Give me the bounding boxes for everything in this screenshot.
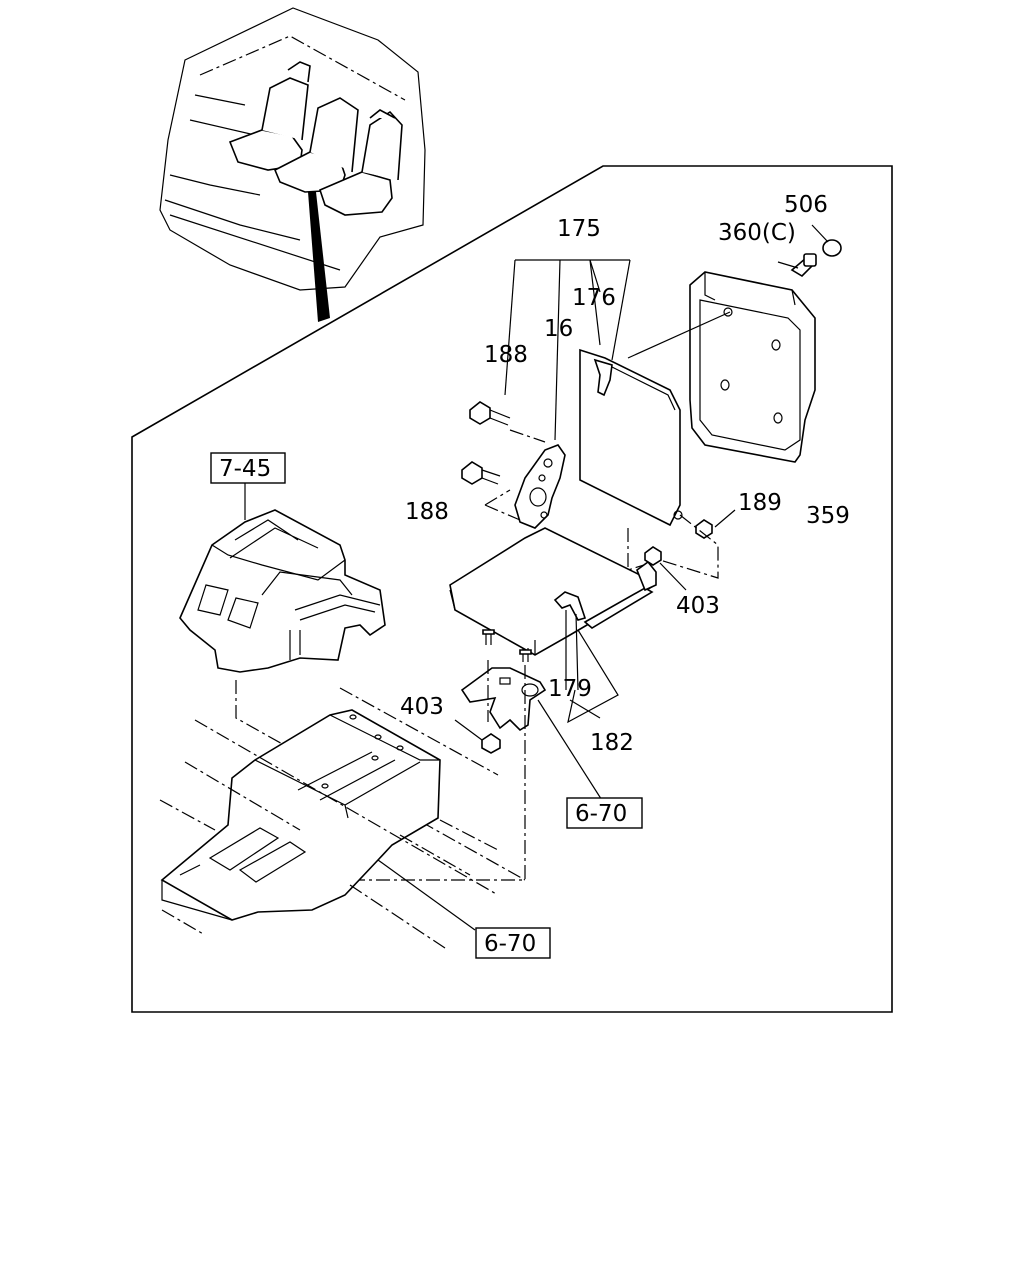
part-403-nut-lower bbox=[481, 733, 501, 754]
label-189: 189 bbox=[738, 490, 782, 516]
part-188-bolt-upper bbox=[469, 401, 511, 426]
label-188-lower: 188 bbox=[405, 499, 449, 525]
part-403-nut-upper bbox=[644, 546, 662, 566]
floor-base-illustration bbox=[160, 709, 441, 921]
label-16: 16 bbox=[544, 316, 573, 342]
reference-box-6-70-lower bbox=[475, 927, 551, 959]
part-188-bolt-lower bbox=[461, 461, 501, 485]
console-box-illustration bbox=[179, 509, 386, 673]
part-16-hinge-bracket bbox=[514, 444, 566, 529]
part-360c-screw bbox=[790, 253, 817, 278]
label-403-right: 403 bbox=[676, 593, 720, 619]
part-189-nut bbox=[695, 519, 713, 539]
label-179: 179 bbox=[548, 676, 592, 702]
pointer-wedge bbox=[308, 192, 330, 322]
label-175: 175 bbox=[557, 216, 601, 242]
part-506-cap bbox=[822, 239, 842, 257]
label-176: 176 bbox=[572, 285, 616, 311]
label-506: 506 bbox=[784, 192, 828, 218]
reference-box-7-45 bbox=[210, 452, 286, 484]
seat-mount-bracket bbox=[460, 667, 547, 732]
label-188-upper: 188 bbox=[484, 342, 528, 368]
label-ref-7-45: 7-45 bbox=[219, 456, 271, 482]
part-175-backrest bbox=[579, 348, 683, 527]
label-ref-6-70-lower: 6-70 bbox=[484, 931, 536, 957]
detail-frame bbox=[131, 165, 893, 1013]
reference-box-6-70-upper bbox=[566, 797, 643, 829]
label-182: 182 bbox=[590, 730, 634, 756]
label-403-left: 403 bbox=[400, 694, 444, 720]
part-359-cover bbox=[689, 271, 816, 463]
label-ref-6-70-upper: 6-70 bbox=[575, 801, 627, 827]
cab-overview-illustration bbox=[159, 7, 426, 322]
label-359: 359 bbox=[806, 503, 850, 529]
seat-cushion bbox=[449, 527, 657, 656]
label-360c: 360(C) bbox=[718, 220, 796, 246]
part-179-buckle bbox=[553, 591, 587, 691]
